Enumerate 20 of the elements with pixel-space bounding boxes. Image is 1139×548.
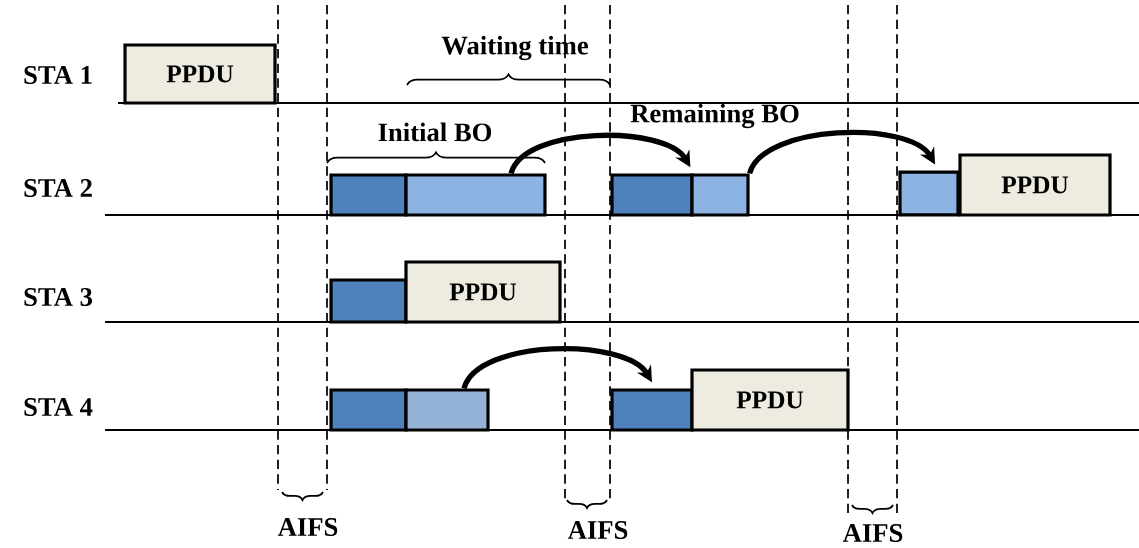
backoff-slot (404, 173, 547, 217)
backoff-slot (898, 170, 960, 217)
ppdu-box: PPDU (404, 260, 562, 324)
label: STA 2 (24, 179, 92, 197)
label: AIFS (567, 521, 628, 539)
label: Initial BO (378, 122, 492, 142)
label: STA 3 (24, 288, 92, 306)
label: Remaining BO (630, 103, 799, 129)
ppdu-box: PPDU (690, 368, 850, 432)
curved-arrow (461, 346, 652, 390)
label: AIFS (277, 518, 338, 536)
label: STA 4 (24, 398, 93, 416)
ppdu-box: PPDU (958, 153, 1112, 217)
label: STA 1 (24, 66, 92, 84)
curved-arrow (508, 132, 691, 175)
backoff-slot (404, 388, 490, 432)
label: AIFS (842, 524, 903, 542)
ppdu-box: PPDU (123, 43, 277, 105)
backoff-slot (690, 173, 750, 217)
label: Waiting time (441, 35, 588, 61)
